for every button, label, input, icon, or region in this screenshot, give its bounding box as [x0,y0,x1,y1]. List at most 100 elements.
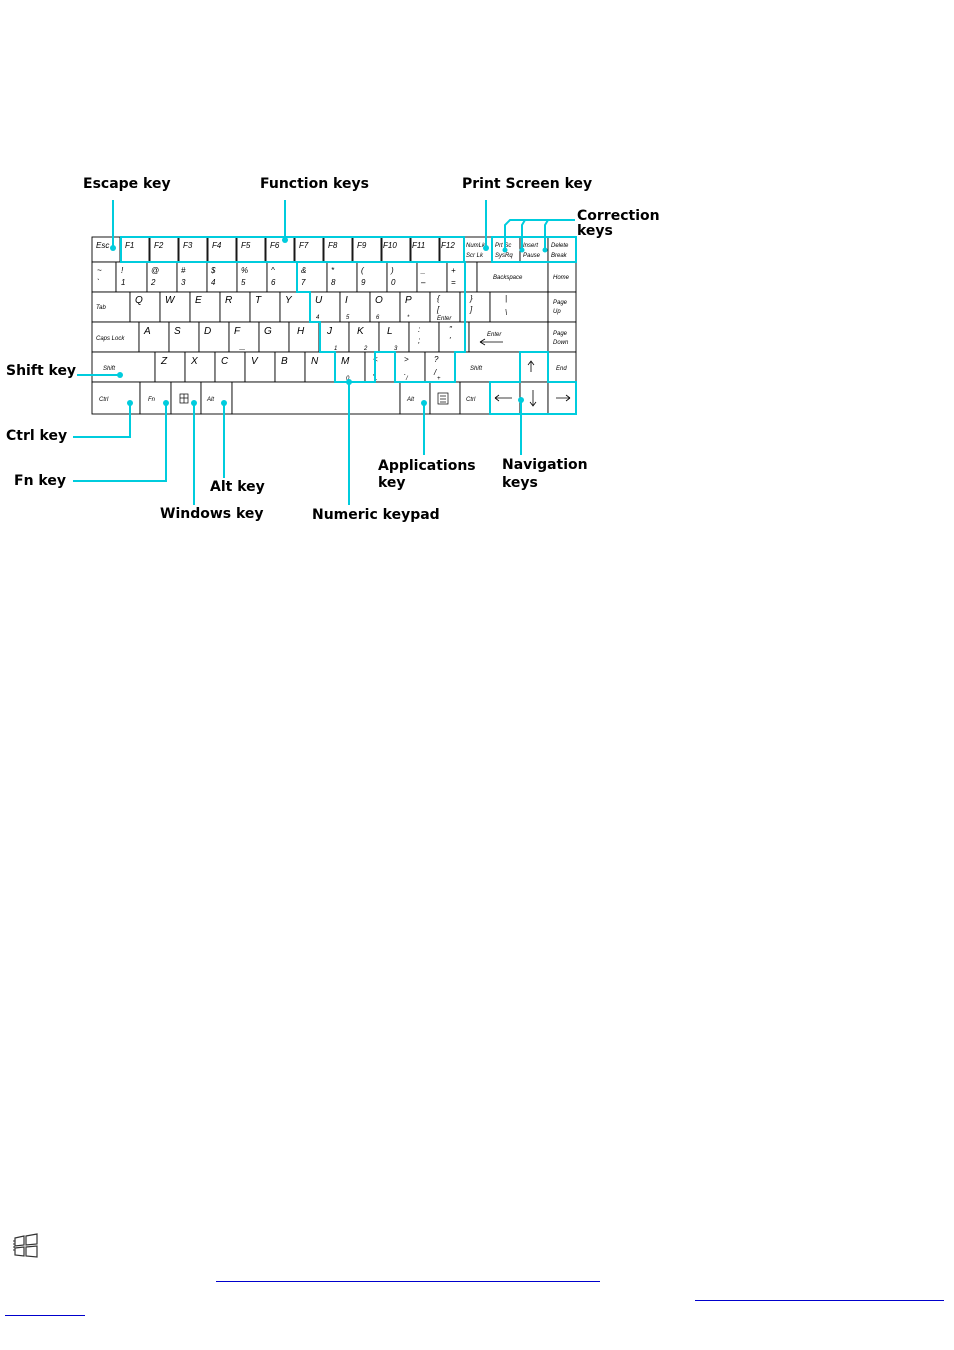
key-q [129,291,161,323]
label-s: S [174,326,181,337]
key-tilde [91,261,117,293]
callout-applications-key-2: key [378,475,406,491]
label-squote: ' [449,336,451,345]
key-pageup [547,291,577,323]
key-period [394,351,426,383]
left-arrow-icon [494,394,512,402]
callout-correction-keys-1: Correction [577,208,660,224]
label-lbracket: [ [436,305,440,314]
label-kp-6: 6 [376,315,380,321]
label-lparen: ( [361,266,365,275]
label-n: N [311,356,319,367]
label-u: U [315,295,323,306]
callout-applications-key-1: Applications [378,458,476,474]
label-kp-1: 1 [334,346,337,352]
label-fn: Fn [148,397,156,403]
label-p: P [405,295,412,306]
link-1[interactable] [216,1281,600,1282]
label-8: 8 [331,278,336,287]
label-kp-4: 4 [316,315,320,321]
key-6 [266,261,298,293]
key-h [288,321,320,353]
key-tab [91,291,131,323]
callout-navigation-keys-2: keys [502,475,538,491]
label-1: 1 [121,278,125,287]
key-u [309,291,341,323]
windows-logo-icon [179,393,189,404]
label-dquote: " [449,325,453,334]
label-0: 0 [391,278,396,287]
label-lbrace: { [437,294,441,303]
label-delete: Delete [551,243,569,249]
key-delete [547,236,577,263]
label-m: M [341,356,350,367]
link-3[interactable] [5,1315,85,1316]
key-v [244,351,276,383]
windows-flag-icon [13,1233,38,1258]
key-lshift [91,351,156,383]
key-applications [429,381,461,415]
label-k: K [357,326,365,337]
key-space [231,381,401,415]
callout-function-keys: Function keys [260,176,369,192]
label-page-down-2: Down [553,340,569,346]
key-l [378,321,410,353]
label-prtsc: Prt Sc [495,243,511,249]
label-excl: ! [121,266,124,275]
label-page-down-1: Page [553,331,568,337]
callout-print-screen-key: Print Screen key [462,176,592,192]
label-insert: Insert [523,243,538,249]
label-h: H [297,326,305,337]
label-equals: = [451,278,456,287]
key-f10 [381,236,411,263]
label-4: 4 [211,278,216,287]
key-up [519,351,549,383]
key-k [348,321,380,353]
key-z [154,351,186,383]
key-ralt [399,381,431,415]
label-q: Q [135,295,143,306]
label-rbrace: } [469,294,473,303]
label-5: 5 [241,278,246,287]
key-rshift [454,351,521,383]
label-dollar: $ [210,266,216,275]
label-backspace: Backspace [493,275,523,281]
key-backspace [476,261,549,293]
label-page-up-1: Page [553,300,568,306]
key-down [519,381,549,415]
label-kp-0: 0 [346,376,350,382]
label-j: J [326,326,333,337]
label-t: T [255,295,262,306]
key-e [189,291,221,323]
label-l: L [387,326,393,337]
right-arrow-icon [556,394,571,402]
label-f11: F11 [412,241,425,250]
key-f11 [410,236,440,263]
callout-fn-key: Fn key [14,473,66,489]
key-end [547,351,577,383]
label-x: X [190,356,198,367]
label-capslock: Caps Lock [96,336,125,342]
down-arrow-icon [529,390,537,407]
callout-numeric-keypad: Numeric keypad [312,507,440,523]
key-lalt [200,381,233,415]
callout-escape-key: Escape key [83,176,171,192]
label-f10: F10 [383,241,397,250]
label-f5: F5 [241,241,251,250]
label-f8: F8 [328,241,338,250]
label-w: W [165,295,176,306]
label-3: 3 [181,278,186,287]
key-d [198,321,230,353]
label-semicolon: ; [418,336,420,345]
label-enter: Enter [487,332,502,338]
link-2[interactable] [695,1300,944,1301]
label-tab: Tab [96,305,106,311]
key-f5 [236,236,266,263]
label-r: R [225,295,232,306]
label-f-underscore: _ [239,340,246,351]
row-qwerty: Tab Q W E R T Y U I O P { } | Page Up 4 … [91,291,577,323]
label-9: 9 [361,278,366,287]
label-y: Y [285,295,293,306]
label-backtick: ` [97,278,100,287]
